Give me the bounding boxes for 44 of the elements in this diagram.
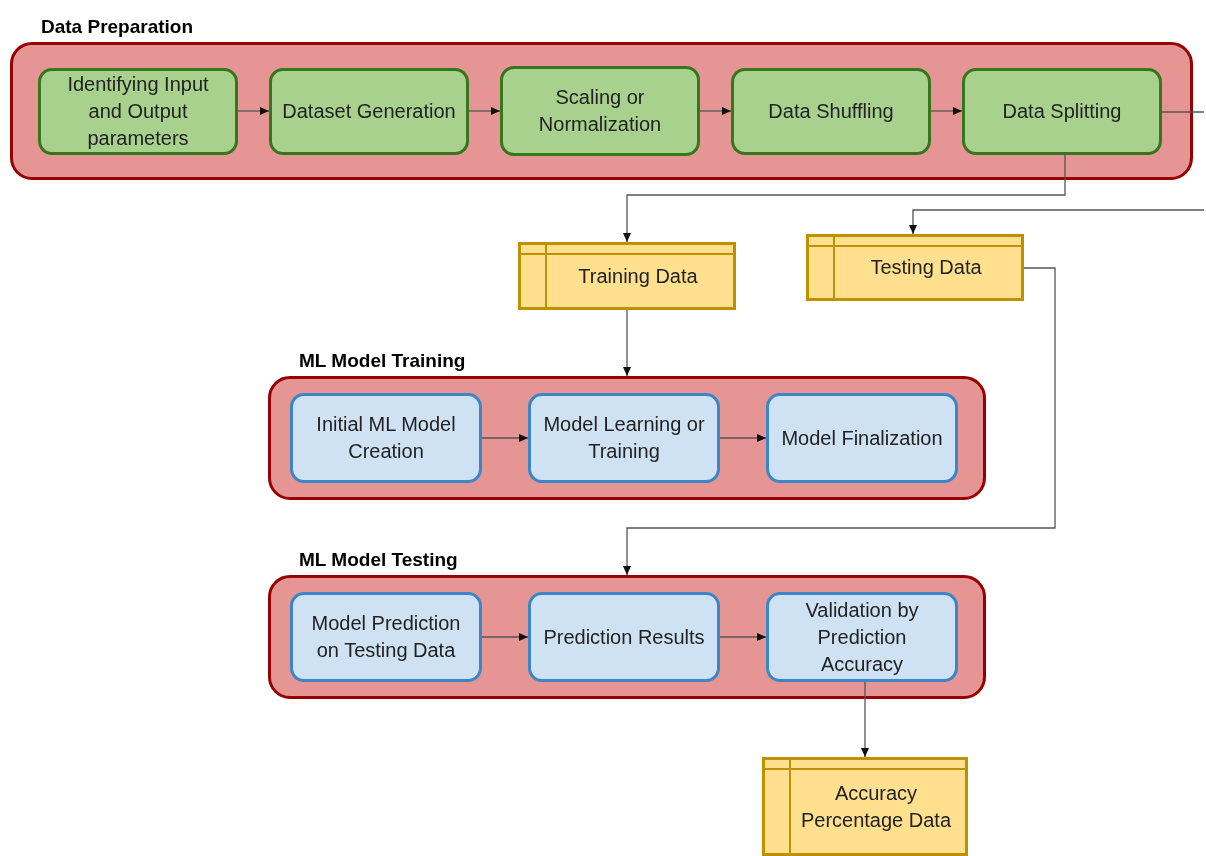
arrow	[719, 434, 767, 442]
box-label: Model Prediction on Testing Data	[310, 611, 462, 663]
arrow	[237, 107, 270, 115]
process-box	[766, 592, 958, 682]
process-box	[528, 393, 720, 483]
box-label: Training Data	[577, 263, 699, 289]
process-box	[528, 592, 720, 682]
data-store	[762, 757, 968, 856]
box-label: Dataset Generation	[281, 98, 457, 124]
process-box	[269, 67, 469, 155]
arrow	[481, 434, 529, 442]
data-store	[806, 234, 1024, 301]
arrow	[468, 107, 501, 115]
process-box	[766, 393, 958, 483]
box-label: Model Finalization	[780, 425, 944, 451]
box-label: Data Splitting	[1001, 98, 1123, 124]
arrow	[909, 209, 1205, 235]
group-heading: ML Model Training	[299, 349, 466, 373]
process-box	[731, 67, 931, 155]
box-label: Testing Data	[869, 255, 983, 280]
arrow	[623, 153, 1066, 243]
group-heading: Data Preparation	[41, 15, 194, 39]
box-label: Accuracy Percentage Data	[799, 780, 953, 833]
arrow	[930, 107, 963, 115]
process-box	[500, 66, 700, 156]
box-label: Validation by Prediction Accuracy	[804, 597, 920, 677]
process-box	[290, 592, 482, 682]
arrow	[481, 633, 529, 641]
arrow	[861, 681, 869, 758]
box-label: Scaling or Normalization	[537, 85, 663, 137]
arrow	[623, 267, 1056, 576]
process-box	[38, 67, 238, 155]
group-heading: ML Model Testing	[299, 548, 458, 572]
arrow	[719, 633, 767, 641]
box-label: Model Learning or Training	[542, 412, 706, 464]
box-label: Initial ML Model Creation	[315, 412, 457, 464]
data-store	[518, 242, 736, 310]
process-box	[962, 67, 1162, 155]
box-label: Prediction Results	[542, 624, 706, 650]
arrow	[699, 107, 732, 115]
arrow	[623, 309, 631, 377]
box-label: Data Shuffling	[767, 98, 895, 124]
box-label: Identifying Input and Output parameters	[66, 71, 210, 151]
process-box	[290, 393, 482, 483]
